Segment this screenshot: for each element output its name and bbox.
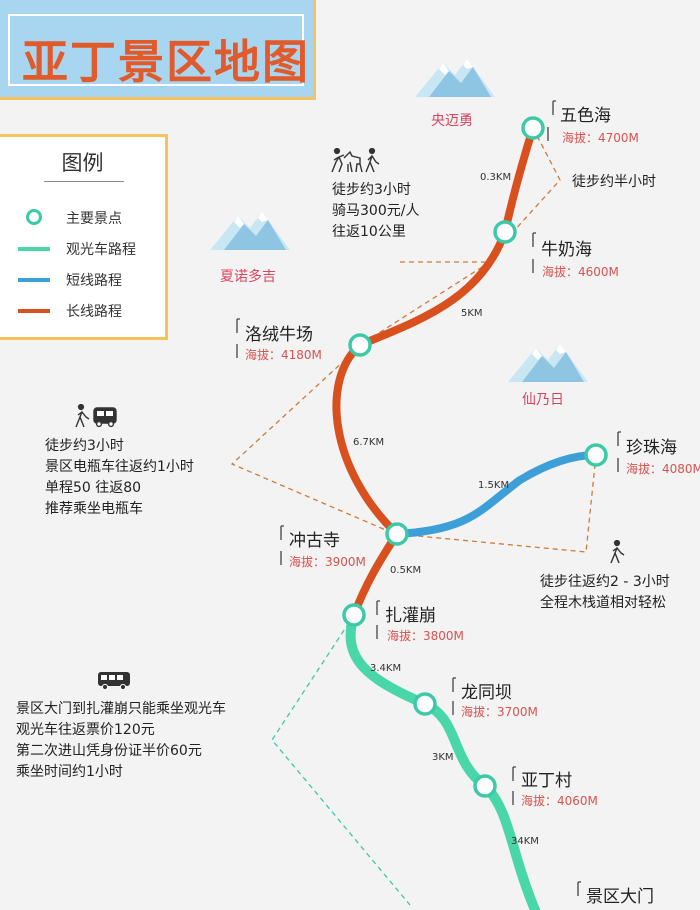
note-chonggu: 徒步约3小时 景区电瓶车往返约1小时 单程50 往返80 推荐乘坐电瓶车 [45, 438, 194, 517]
title-banner: 亚丁景区地图 [0, 0, 316, 100]
bus-icon [98, 672, 130, 691]
spot-altitude: 海拔：4600M [542, 265, 619, 279]
callout-chonggu [230, 346, 396, 535]
hiker-and-horse-icon [331, 148, 380, 173]
note-luorong: 徒步约3小时 骑马300元/人 往返10公里 [332, 182, 420, 240]
spot-altitude: 海拔：3800M [387, 629, 464, 643]
distance-label: 0.3KM [480, 172, 512, 183]
legend-long-line [18, 309, 50, 313]
snow-mountain-icon [415, 59, 495, 97]
spot-name: 五色海 [560, 106, 611, 126]
spot-dot [413, 692, 437, 716]
legend-bus-line [18, 247, 50, 251]
spot-name: 景区大门 [586, 887, 654, 907]
title-frame [8, 14, 304, 86]
callout-gate [271, 614, 411, 906]
spot-altitude: 海拔：3900M [289, 555, 366, 569]
spot-name: 扎灌崩 [385, 606, 436, 626]
legend-item-bus: 观光车路程 [66, 242, 136, 258]
distance-label: 0.5KM [390, 565, 422, 576]
spot-altitude: 海拔：3700M [461, 705, 538, 719]
spot-altitude: 海拔：4180M [245, 348, 322, 362]
map-title: 亚丁景区地图 [22, 35, 310, 89]
spot-dot [521, 116, 545, 140]
distance-label: 1.5KM [478, 480, 510, 491]
spot-name: 牛奶海 [541, 240, 592, 260]
distance-label: 5KM [461, 308, 483, 319]
mountain-label: 仙乃日 [522, 392, 564, 408]
distance-label: 34KM [511, 836, 539, 847]
short-route [393, 451, 600, 538]
spot-dot [493, 220, 517, 244]
legend-item-long: 长线路程 [66, 304, 122, 320]
legend-short-line [18, 278, 50, 282]
spot-name: 冲古寺 [289, 531, 340, 551]
callout-wuse [512, 127, 561, 233]
note-wuse: 徒步约半小时 [572, 174, 656, 190]
snow-mountain-icon [508, 344, 588, 382]
spot-name: 洛绒牛场 [245, 325, 313, 345]
spot-name: 珍珠海 [626, 438, 677, 458]
bus-route [345, 610, 540, 910]
spot-altitude: 海拔：4080M [626, 462, 700, 476]
mountain-label: 夏诺多吉 [220, 269, 276, 285]
legend-title: 图例 [61, 151, 104, 175]
spot-dot [473, 774, 497, 798]
snow-mountain-icon [210, 212, 290, 250]
mountain-label: 央迈勇 [431, 113, 473, 129]
legend-item-short: 短线路程 [66, 273, 122, 289]
legend: 图例 主要景点 观光车路程 短线路程 长线路程 [0, 134, 168, 340]
note-gate: 景区大门到扎灌崩只能乘坐观光车 观光车往返票价120元 第二次进山凭身份证半价6… [16, 701, 226, 780]
hiker-icon [610, 540, 625, 564]
legend-item-spot: 主要景点 [66, 211, 122, 227]
callout-luorong [359, 261, 493, 346]
legend-divider [44, 181, 124, 182]
spot-altitude: 海拔：4060M [521, 794, 598, 808]
spot-dot [385, 522, 409, 546]
spot-dot [348, 333, 372, 357]
distance-label: 6.7KM [353, 437, 385, 448]
spot-dot [584, 443, 608, 467]
spot-dot [342, 603, 366, 627]
legend-dot-icon [26, 209, 42, 225]
note-zhenzhu: 徒步往返约2 - 3小时 全程木栈道相对轻松 [540, 574, 670, 611]
spot-name: 龙同坝 [461, 683, 512, 703]
spot-altitude: 海拔：4700M [562, 131, 639, 145]
spot-name: 亚丁村 [521, 771, 572, 791]
hiker-and-bus-icon [75, 404, 117, 428]
distance-label: 3KM [432, 752, 454, 763]
distance-label: 3.4KM [370, 663, 402, 674]
